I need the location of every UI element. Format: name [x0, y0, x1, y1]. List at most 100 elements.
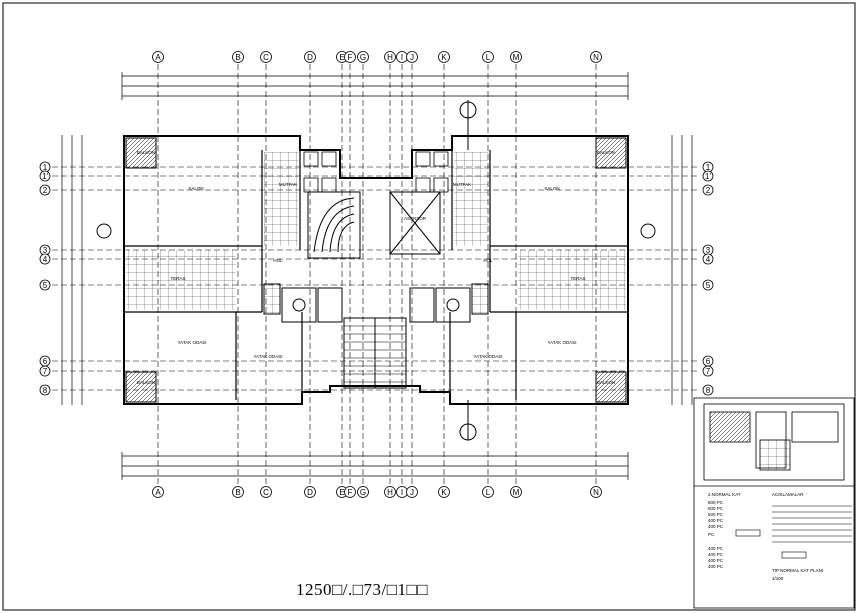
grid-label: K	[441, 488, 447, 497]
legend-lines	[735, 505, 852, 559]
grid-label: 3	[706, 246, 711, 255]
left-dimension-chain	[61, 135, 83, 405]
grid-bubble	[39, 170, 51, 182]
grid-label: 8	[706, 386, 711, 395]
legend-item: 600 PC	[708, 506, 724, 511]
kitchen-fixtures	[303, 151, 449, 193]
grid-bubble	[702, 279, 714, 291]
grid-label: C	[263, 53, 269, 62]
room-label: BALKON	[597, 150, 615, 155]
room-label: YATAK ODASI	[547, 340, 576, 345]
grid-bubble	[510, 486, 522, 498]
grid-label: 2	[43, 186, 48, 195]
grid-label: J	[410, 53, 414, 62]
grid-bubble	[702, 365, 714, 377]
grid-bubble	[260, 51, 272, 63]
grid-label: 4	[43, 255, 48, 264]
grid-label: L	[486, 53, 491, 62]
grid-label: G	[360, 53, 366, 62]
room-label: HOL	[273, 258, 283, 263]
grid-bubble	[260, 486, 272, 498]
room-label: YATAK ODASI	[473, 354, 502, 359]
grid-bubble	[384, 486, 396, 498]
top-dimension-chain	[121, 72, 629, 100]
plan-title: TIP NORMAL KAT PLANI	[772, 568, 823, 573]
grid-label: 2	[706, 186, 711, 195]
tiled-area-left	[126, 250, 236, 310]
legend-item: PC	[708, 532, 715, 537]
grid-bubble	[39, 365, 51, 377]
elevator-shaft	[389, 191, 441, 255]
grid-bubble	[702, 253, 714, 265]
kitchen-tile-right	[454, 152, 488, 246]
grid-label: F	[348, 53, 353, 62]
room-label: MUTFAK	[453, 182, 471, 187]
stair-core	[307, 191, 407, 389]
plan-scale: 1/100	[772, 576, 784, 581]
grid-bubble	[344, 51, 356, 63]
room-label: BALKON	[137, 150, 155, 155]
bathrooms	[263, 283, 489, 323]
grid-label: 7	[43, 367, 48, 376]
legend-text: 2.NORMAL KAT ACIKLAMALAR 600 PC 600 PC 6…	[708, 492, 823, 581]
grid-bubble	[510, 51, 522, 63]
grid-label: B	[235, 53, 240, 62]
grid-label: K	[441, 53, 447, 62]
kitchen-tile-left	[264, 152, 298, 246]
grid-bubble	[702, 384, 714, 396]
balcony-corner-bl	[125, 371, 157, 403]
legend-sub-item: 400 PC	[708, 552, 724, 557]
grid-bubble	[406, 51, 418, 63]
balcony-corner-br	[595, 371, 627, 403]
legend-item: 400 PC	[708, 518, 724, 523]
balcony-corner-tl	[125, 137, 157, 169]
grid-bubble	[304, 51, 316, 63]
key-plan	[693, 397, 855, 609]
grid-label: 1'	[705, 172, 711, 181]
grid-bubble	[590, 486, 602, 498]
grid-label: D	[307, 488, 313, 497]
grid-bubble	[702, 184, 714, 196]
grid-label: I	[401, 53, 403, 62]
grid-label: 8	[43, 386, 48, 395]
room-label: TERAS	[570, 276, 585, 281]
grid-label: F	[348, 488, 353, 497]
grid-bubble	[152, 51, 164, 63]
grid-label: I	[401, 488, 403, 497]
grid-bubble	[39, 184, 51, 196]
grid-bubble	[482, 486, 494, 498]
grid-label: H	[387, 53, 393, 62]
grid-label: 6	[43, 357, 48, 366]
grid-label: D	[307, 53, 313, 62]
room-label: SALON	[188, 186, 203, 191]
grid-label: N	[593, 488, 599, 497]
grid-label: 7	[706, 367, 711, 376]
grid-label: A	[155, 53, 161, 62]
grid-label: M	[513, 488, 520, 497]
legend-sub-item: 400 PC	[708, 546, 724, 551]
grid-label: E	[339, 488, 344, 497]
grid-bubble	[702, 170, 714, 182]
room-label: BALKON	[597, 380, 615, 385]
legend-sub-item: 400 PC	[708, 564, 724, 569]
grid-label: 6	[706, 357, 711, 366]
room-label: SALON	[544, 186, 559, 191]
grid-label: M	[513, 53, 520, 62]
drawing-caption: 1250□/.□73/□1□□	[296, 580, 429, 599]
grid-bubble	[39, 279, 51, 291]
grid-bubble	[438, 51, 450, 63]
grid-bubble	[406, 486, 418, 498]
exterior-walls	[123, 135, 629, 405]
grid-bubble	[357, 51, 369, 63]
grid-bubble	[357, 486, 369, 498]
grid-bubble	[384, 51, 396, 63]
grid-bubble	[482, 51, 494, 63]
grid-bubble	[232, 51, 244, 63]
grid-bubble	[152, 486, 164, 498]
